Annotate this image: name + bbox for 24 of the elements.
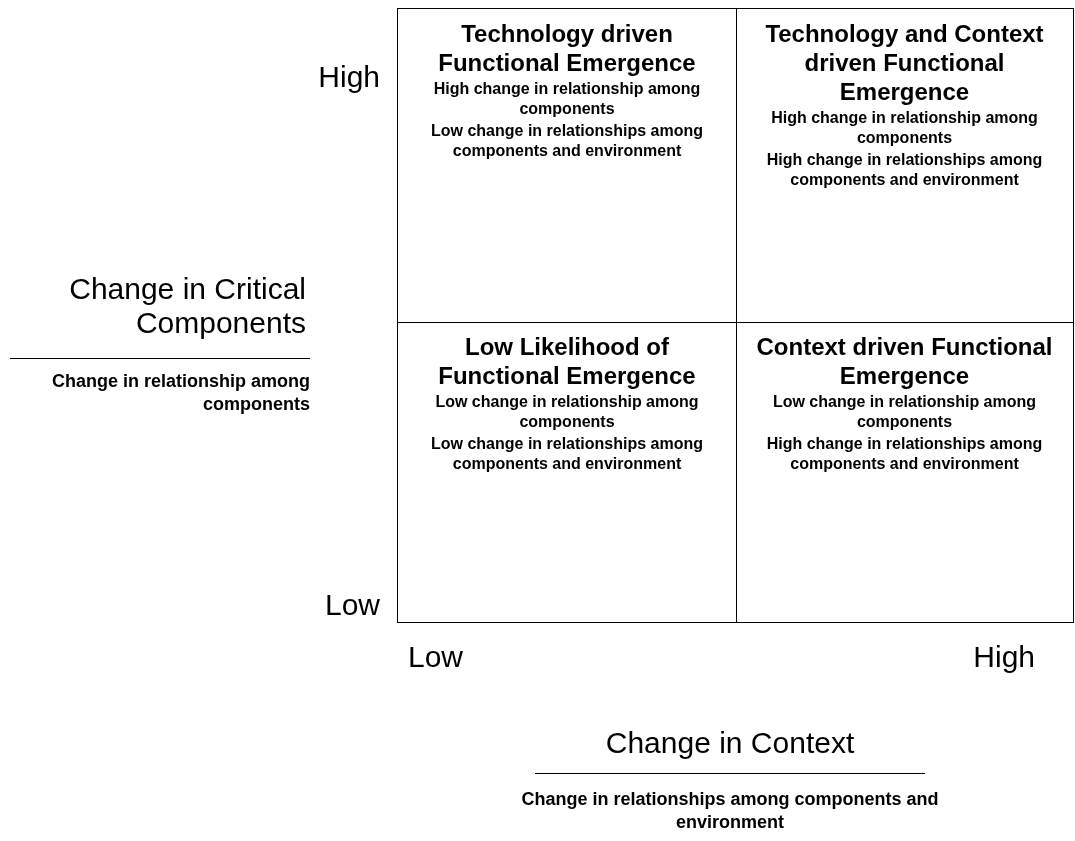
axis-title: Change in Context	[604, 726, 856, 760]
axis-subtitle: Change in relationship among components	[50, 370, 310, 416]
quadrant-description: High change in relationships among components and environment	[765, 434, 1044, 474]
axis-tick-label: High	[317, 60, 380, 94]
quadrant-description: High change in relationship among components	[770, 108, 1039, 148]
quadrant-title: Technology and Context driven Functional Emergence	[764, 19, 1045, 106]
axis-subtitle: Change in relationships among components and environment	[520, 788, 940, 834]
quadrant-box	[736, 8, 1074, 323]
quadrant-description: High change in relationship among components	[432, 79, 702, 119]
quadrant-description: Low change in relationships among components and environment	[430, 434, 704, 474]
quadrant-title: Low Likelihood of Functional Emergence	[437, 332, 697, 390]
quadrant-description: Low change in relationships among components and environment	[430, 121, 704, 161]
axis-title: Change in Critical Components	[68, 272, 306, 340]
quadrant-title: Context driven Functional Emergence	[755, 332, 1054, 390]
quadrant-description: Low change in relationship among components	[434, 392, 700, 432]
quadrant-description: High change in relationships among components and environment	[765, 150, 1044, 190]
quadrant-box	[397, 322, 737, 623]
quadrant-box	[397, 8, 737, 323]
axis-tick-label: High	[972, 640, 1035, 674]
quadrant-title: Technology driven Functional Emergence	[437, 19, 697, 77]
quadrant-box	[736, 322, 1074, 623]
axis-tick-label: Low	[408, 640, 465, 674]
axis-tick-label: Low	[323, 588, 380, 622]
quadrant-description: Low change in relationship among components	[771, 392, 1038, 432]
